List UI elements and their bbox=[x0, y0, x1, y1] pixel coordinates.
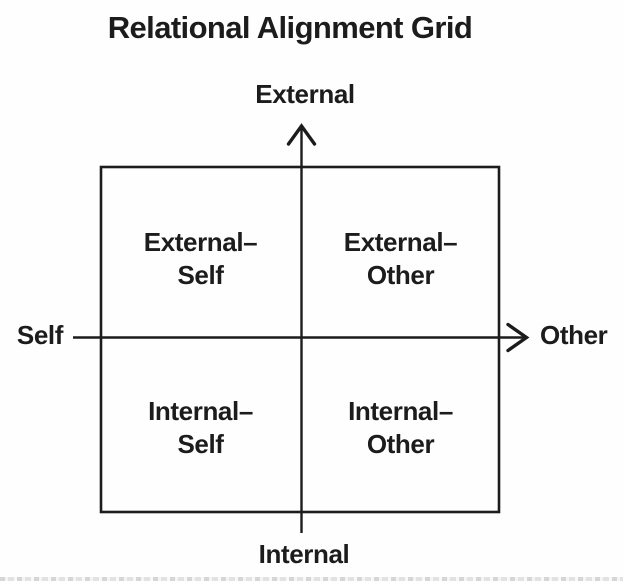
axis-label-internal: Internal bbox=[258, 539, 350, 569]
quadrant-line: Other bbox=[366, 260, 435, 290]
quadrant-label-internal-self: Internal– Self bbox=[100, 395, 301, 461]
axis-label-external: External bbox=[255, 79, 355, 109]
quadrant-line: Internal– bbox=[148, 396, 253, 426]
quadrant-label-internal-other: Internal– Other bbox=[301, 395, 500, 461]
quadrant-line: Internal– bbox=[348, 396, 453, 426]
quadrant-line: Self bbox=[177, 260, 224, 290]
quadrant-line: External– bbox=[143, 227, 258, 257]
axis-label-self: Self bbox=[16, 320, 63, 350]
quadrant-label-external-other: External– Other bbox=[301, 226, 500, 292]
quadrant-line: Other bbox=[366, 429, 435, 459]
quadrant-label-external-self: External– Self bbox=[100, 226, 301, 292]
quadrant-box bbox=[99, 165, 501, 514]
quadrant-line: Self bbox=[177, 429, 224, 459]
bottom-edge-artifact bbox=[0, 577, 623, 581]
axis-label-other: Other bbox=[540, 320, 608, 350]
quadrant-line: External– bbox=[343, 227, 458, 257]
right-arrowhead-icon bbox=[506, 322, 530, 353]
page-title: Relational Alignment Grid bbox=[107, 10, 473, 45]
up-arrowhead-icon bbox=[286, 123, 317, 146]
